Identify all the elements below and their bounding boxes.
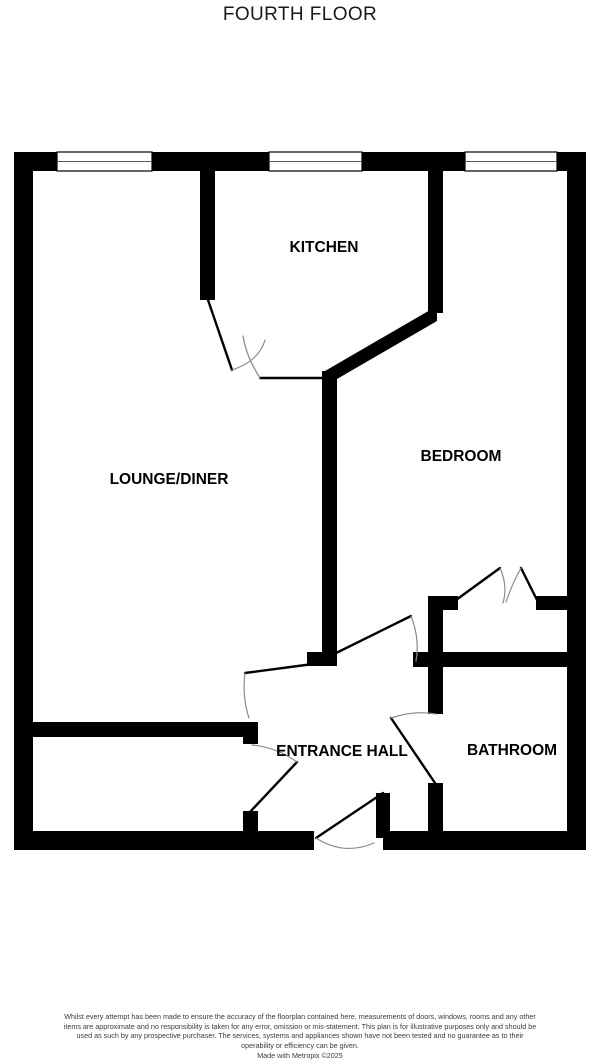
door-kitchen-right [242,335,327,380]
room-label-entrance-hall: ENTRANCE HALL [276,743,408,760]
door-storage [248,744,299,814]
disclaimer-line-2: of doors, windows, rooms and any other i… [63,1012,536,1031]
wall-top-seg-3 [362,152,465,171]
wall-kitchen-angled [325,306,437,386]
interior-walls [14,165,573,850]
window-top-center [268,151,363,172]
doors-group [206,298,539,849]
room-labels: KITCHEN LOUNGE/DINER BEDROOM ENTRANCE HA… [110,239,557,760]
room-label-kitchen: KITCHEN [290,239,359,256]
wall-storage-top [14,722,257,737]
wall-left [14,152,33,850]
wall-storage-right-lower [243,811,258,850]
door-entrance [314,791,385,849]
window-top-left [56,151,153,172]
door-bedroom [320,614,418,662]
wall-kitchen-left-stub [200,165,215,300]
door-kitchen-left [206,298,266,372]
door-bathroom [389,712,437,785]
door-closet-double [454,566,539,604]
disclaimer-line-4: prospective purchaser. The services, sys… [144,1031,490,1041]
window-top-right [464,151,558,172]
disclaimer-line-3: omission or mis-statement. This plan is … [76,1021,537,1041]
wall-kitchen-right-riser [428,165,443,313]
floorplan-drawing: KITCHEN LOUNGE/DINER BEDROOM ENTRANCE HA… [14,151,586,850]
wall-entrance-jamb [376,793,390,838]
wall-closet-left-post [428,596,443,666]
metropix-credit: Made with Metropix ©2025 [257,1050,343,1060]
wall-bathroom-left-lower [428,783,443,850]
wall-bathroom-top [413,652,573,667]
room-label-lounge-diner: LOUNGE/DINER [110,471,229,488]
windows-group [56,151,558,172]
wall-right [567,152,586,850]
wall-top-seg-2 [152,152,269,171]
wall-bathroom-left-upper [428,652,443,714]
disclaimer-line-5: as to their operability or efficiency ca… [241,1031,524,1050]
disclaimer-text: Whilst every attempt has been made to en… [60,1012,540,1060]
page-title: FOURTH FLOOR [222,4,378,25]
exterior-walls [14,152,586,850]
disclaimer-line-1: Whilst every attempt has been made to en… [64,1012,407,1021]
wall-closet-head-left [428,596,458,610]
wall-bottom-right [383,831,586,850]
room-label-bathroom: BATHROOM [467,742,557,759]
wall-storage-right-upper [243,722,258,744]
room-label-bedroom: BEDROOM [421,448,502,465]
wall-closet-head-right [536,596,567,610]
door-lounge [243,662,315,719]
wall-bottom-left [14,831,314,850]
wall-lounge-bedroom [322,371,337,665]
